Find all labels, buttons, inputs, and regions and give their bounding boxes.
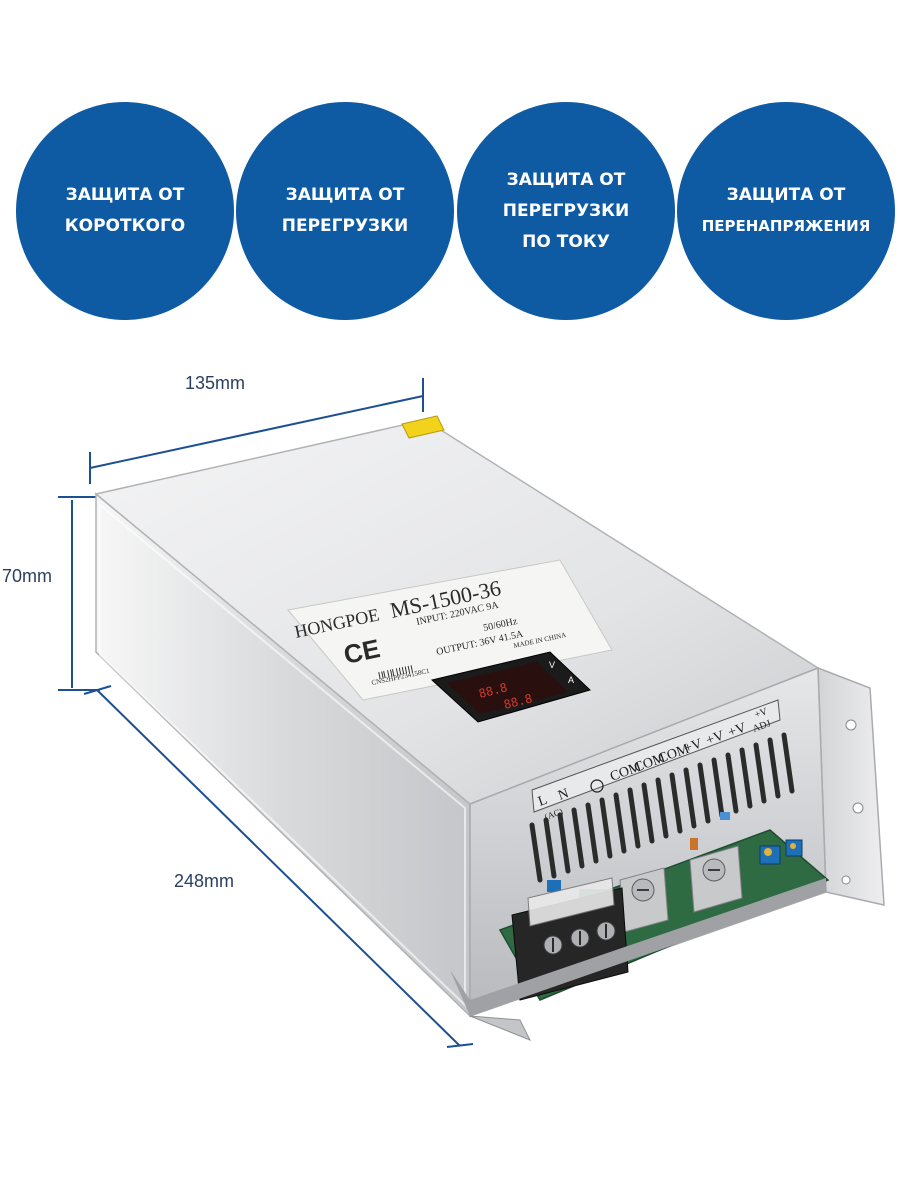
terminal-n: N <box>556 786 571 804</box>
case-base <box>450 878 826 1016</box>
terminal-plus-v-4: +V <box>753 706 770 721</box>
mounting-flange <box>817 666 885 906</box>
length-dimension-label: 248mm <box>174 871 235 891</box>
meter-unit-v: V <box>549 660 555 670</box>
overvoltage-protection-badge: ЗАЩИТА ОТ ПЕРЕНАПРЯЖЕНИЯ <box>677 102 895 320</box>
output-screw-terminals <box>619 845 743 933</box>
short-circuit-protection-badge: ЗАЩИТА ОТ КОРОТКОГО <box>16 102 234 320</box>
badge-line: ПЕРЕГРУЗКИ <box>281 216 409 236</box>
dimension-lines <box>58 378 474 1048</box>
badge-line: ЗАЩИТА ОТ <box>285 185 405 205</box>
terminal-plus-v-1: +V <box>682 737 704 757</box>
terminal-plus-v-2: +V <box>704 729 726 749</box>
badge-line: ПО ТОКУ <box>522 231 610 252</box>
badge-line: ЗАЩИТА ОТ <box>506 169 626 190</box>
voltage-current-meter: 88.8 88.8 V A <box>430 651 591 723</box>
ground-icon <box>590 779 604 793</box>
terminal-labels: L N (AC) COM COM COM +V +V +V +V ADJ <box>531 699 781 822</box>
overcurrent-protection-badge: ЗАЩИТА ОТ ПЕРЕГРУЗКИ ПО ТОКУ <box>457 102 675 320</box>
vent-slots <box>529 732 795 883</box>
ac-input-terminal-block <box>511 877 629 1001</box>
svg-text:88.8: 88.8 <box>477 680 508 701</box>
svg-text:88.8: 88.8 <box>502 691 533 712</box>
badge-line: ПЕРЕНАПРЯЖЕНИЯ <box>701 217 871 235</box>
warning-sticker <box>401 415 445 439</box>
badge-line: ПЕРЕГРУЗКИ <box>502 200 630 221</box>
badge-line: ЗАЩИТА ОТ <box>65 185 185 205</box>
terminal-plus-v-3: +V <box>726 721 748 741</box>
ce-mark: CE <box>341 633 383 670</box>
overload-protection-badge: ЗАЩИТА ОТ ПЕРЕГРУЗКИ <box>236 102 454 320</box>
width-dimension-label: 135mm <box>185 373 246 393</box>
badge-line: ЗАЩИТА ОТ <box>726 185 846 205</box>
height-dimension-label: 70mm <box>2 566 53 586</box>
badge-line: КОРОТКОГО <box>64 216 186 236</box>
meter-unit-a: A <box>568 675 574 685</box>
